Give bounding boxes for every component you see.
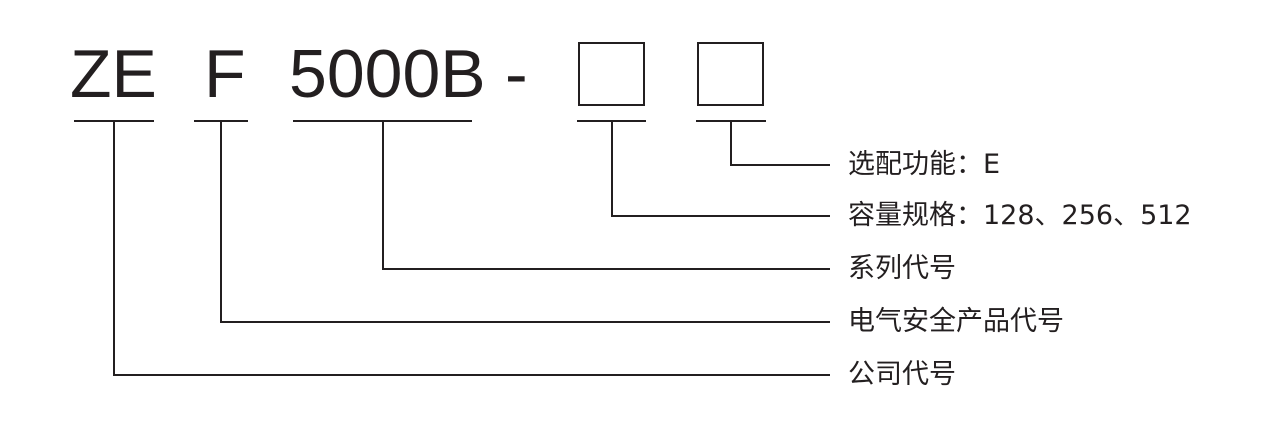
capacity-placeholder-box — [578, 42, 645, 106]
option-label: 选配功能：E — [848, 149, 1001, 180]
capacity-label: 容量规格：128、256、512 — [848, 200, 1192, 231]
safety-code: F — [204, 36, 246, 112]
capacity-leader — [611, 121, 830, 217]
option-leader — [730, 121, 830, 166]
company-code: ZE — [70, 36, 157, 112]
series-leader — [382, 121, 830, 270]
option-placeholder-box — [697, 42, 764, 106]
safety-label: 电气安全产品代号 — [848, 306, 1064, 337]
dash-separator: - — [505, 36, 528, 112]
series-code: 5000B — [289, 36, 486, 112]
series-label: 系列代号 — [848, 253, 956, 284]
company-label: 公司代号 — [848, 359, 956, 390]
safety-leader — [220, 121, 830, 323]
company-leader — [113, 121, 830, 376]
